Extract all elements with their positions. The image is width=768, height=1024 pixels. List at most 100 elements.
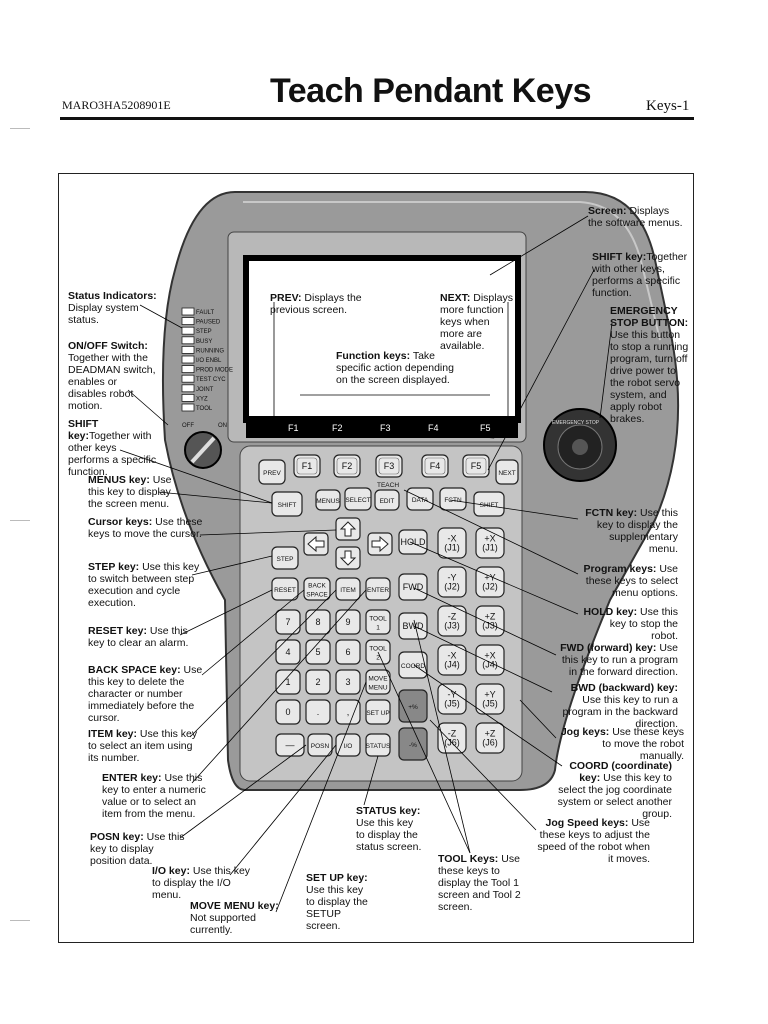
select-key-label: SELECT [345, 497, 370, 504]
status-led [181, 393, 195, 402]
callout-program: Program keys: Use these keys to select m… [583, 563, 678, 599]
jog-plus-key[interactable]: +Z(J6) [475, 722, 505, 754]
jog-minus-key-label: -Y [448, 690, 457, 700]
digit-key-label: 1 [285, 677, 290, 687]
status-indicator-label: FAULT [196, 310, 215, 316]
digit-key[interactable]: 1 [275, 669, 301, 695]
jog-minus-key[interactable]: -X(J4) [437, 644, 467, 676]
next-key[interactable]: NEXT [495, 459, 519, 485]
edit-key[interactable]: EDIT [374, 489, 400, 511]
f5-key[interactable]: F5 [462, 454, 490, 478]
select-key[interactable]: SELECT [344, 487, 372, 511]
fwd-key[interactable]: FWD [398, 573, 428, 601]
bwd-key-label: BWD [403, 621, 424, 631]
page-title: Teach Pendant Keys [270, 72, 592, 110]
leader-line [519, 699, 557, 739]
status-led [181, 384, 195, 393]
jog-minus-key-label: -X [448, 534, 457, 544]
shift-key-left[interactable]: SHIFT [271, 491, 303, 517]
status-led [181, 307, 195, 316]
status-led [181, 374, 195, 383]
cursor-down-key[interactable] [335, 546, 361, 570]
enter-key[interactable]: ENTER [365, 577, 391, 601]
next-key-label: NEXT [498, 470, 515, 477]
item-key[interactable]: ITEM [335, 577, 361, 601]
digit-key[interactable]: 6 [335, 639, 361, 665]
status-key[interactable]: STATUS [365, 733, 391, 757]
leader-line [413, 664, 563, 767]
jog-plus-key[interactable]: +X(J1) [475, 527, 505, 559]
jog-minus-key-label: (J5) [444, 699, 460, 709]
leader-line [403, 489, 579, 575]
setup-key[interactable]: SET UP [365, 699, 391, 725]
prev-key[interactable]: PREV [258, 459, 286, 485]
io-key[interactable]: I/O [335, 733, 361, 757]
callout-status-indicators: Status Indicators: Display system status… [68, 290, 157, 326]
posn-key[interactable]: POSN [307, 733, 333, 757]
jog-plus-key-label: +X [484, 534, 495, 544]
jog-minus-key-label: (J2) [444, 582, 460, 592]
softkey-label: F5 [480, 423, 491, 433]
digit-key[interactable]: , [335, 699, 361, 725]
cursor-right-key[interactable] [367, 532, 393, 556]
cursor-up-key[interactable] [335, 517, 361, 541]
digit-key[interactable]: 0 [275, 699, 301, 725]
bwd-key[interactable]: BWD [398, 612, 428, 640]
jog-plus-key[interactable]: +Z(J3) [475, 605, 505, 637]
step-key[interactable]: STEP [271, 546, 299, 570]
f4-key-label: F4 [430, 461, 441, 471]
cursor-left-key[interactable] [303, 532, 329, 556]
menus-key[interactable]: MENUS [315, 489, 341, 511]
f3-key-label: F3 [384, 461, 395, 471]
digit-key[interactable]: 8 [305, 609, 331, 635]
callout-step: STEP key: Use this key to switch between… [88, 561, 200, 609]
digit-key[interactable]: 5 [305, 639, 331, 665]
posn-key-label: POSN [311, 743, 330, 750]
jog-minus-key-label: -Y [448, 573, 457, 583]
leader-line [493, 419, 511, 439]
jog-minus-key[interactable]: -Y(J2) [437, 566, 467, 598]
digit-key-label: 5 [315, 647, 320, 657]
jog-plus-key[interactable]: +X(J4) [475, 644, 505, 676]
callout-onoff-switch: ON/OFF Switch: Together with the DEADMAN… [68, 340, 156, 412]
digit-key[interactable]: 2 [305, 669, 331, 695]
leader-line [199, 529, 337, 536]
coord-key[interactable]: COORD [398, 651, 428, 679]
digit-key-label: , [347, 707, 350, 717]
callout-hold: HOLD key: Use this key to stop the robot… [583, 606, 678, 642]
hold-key[interactable]: HOLD [398, 529, 428, 555]
leader-line [191, 589, 367, 784]
minus-key[interactable]: — [275, 733, 305, 757]
leader-line [189, 589, 337, 738]
header-rule [60, 117, 694, 120]
step-key-label: STEP [277, 556, 294, 563]
f3-key[interactable]: F3 [375, 454, 403, 478]
data-key[interactable]: DATA [406, 487, 434, 511]
callout-function-keys: Function keys: Take specific action depe… [336, 350, 454, 386]
f1-key[interactable]: F1 [293, 454, 321, 478]
digit-key[interactable]: 4 [275, 639, 301, 665]
jog-minus-key[interactable]: -Y(J5) [437, 683, 467, 715]
jog-minus-key[interactable]: -X(J1) [437, 527, 467, 559]
reset-key[interactable]: RESET [271, 577, 299, 601]
teach-label: TEACH [377, 482, 399, 489]
leader-line [275, 681, 367, 913]
callout-shift-left: SHIFT key:Together with other keys perfo… [68, 418, 157, 478]
leader-line [449, 499, 579, 520]
leader-line [201, 589, 305, 676]
f2-key[interactable]: F2 [333, 454, 361, 478]
status-indicator-label: I/O ENBL [196, 358, 222, 364]
digit-key[interactable]: 7 [275, 609, 301, 635]
f4-key[interactable]: F4 [421, 454, 449, 478]
jog-plus-key-label: +Y [484, 690, 495, 700]
digit-key[interactable]: . [305, 699, 331, 725]
jog-plus-key[interactable]: +Y(J5) [475, 683, 505, 715]
minus-key-label: — [286, 740, 295, 750]
digit-key[interactable]: 3 [335, 669, 361, 695]
f2-key-label: F2 [342, 461, 353, 471]
jog-plus-key-label: (J2) [482, 582, 498, 592]
backspace-key-label: BACK [308, 583, 326, 590]
callout-backspace: BACK SPACE key: Use this key to delete t… [88, 664, 203, 724]
